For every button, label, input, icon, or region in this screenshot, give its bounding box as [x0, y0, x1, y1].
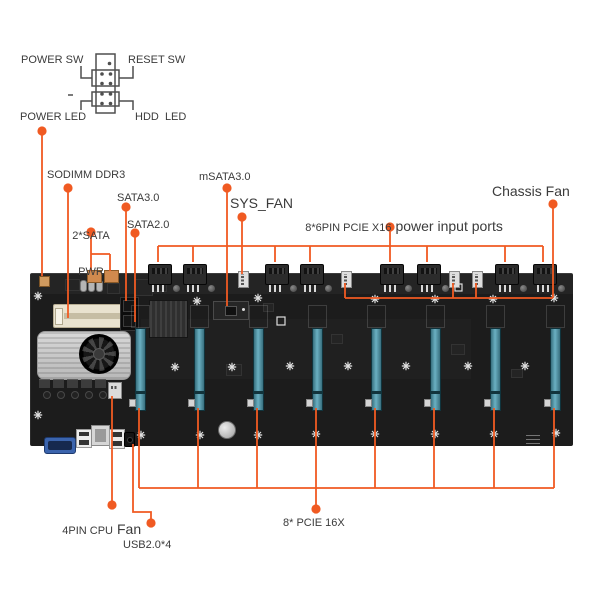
ethernet-port	[91, 425, 110, 446]
label-sata-power-line2: PWR	[78, 266, 104, 279]
cmos-battery	[218, 421, 236, 439]
label-sys-fan: SYS_FAN	[230, 195, 294, 211]
pcie-x16-slot-4	[306, 328, 323, 411]
capacitor	[71, 391, 79, 399]
header-pins	[100, 61, 113, 106]
slot-outline	[131, 305, 150, 328]
pcb-shade	[141, 319, 471, 379]
vga-port	[44, 437, 76, 454]
label-cpu-fan-main: Fan	[116, 521, 142, 538]
reset-sw-bracket	[119, 66, 134, 79]
front-panel-header-connector	[39, 276, 50, 287]
slot-outline	[308, 305, 327, 328]
pcie-x16-slot-6	[424, 328, 441, 411]
pcie-6pin-power-5	[380, 264, 412, 292]
cpu-fan	[79, 334, 119, 374]
pcie-6pin-power-4	[300, 264, 332, 292]
slot-outline	[190, 305, 209, 328]
label-pcie-power-main: power input ports	[395, 218, 503, 235]
sys-fan-header	[238, 271, 249, 288]
power-led-bracket	[80, 100, 92, 110]
label-power-sw: POWER SW	[21, 54, 84, 66]
slot-outline	[426, 305, 445, 328]
pcie-x16-slot-1	[129, 328, 146, 411]
dc-power-jack	[124, 432, 135, 447]
smd-chip	[511, 369, 523, 378]
pcie-x16-slot-7	[484, 328, 501, 411]
slot-outline	[546, 305, 565, 328]
label-msata3: mSATA3.0	[199, 171, 251, 183]
choke	[67, 379, 78, 388]
label-power-led: POWER LED	[20, 111, 87, 123]
silkscreen-marking	[526, 435, 540, 444]
smd-chip	[331, 334, 343, 344]
power-sw-bracket	[80, 66, 92, 79]
pcie-6pin-power-7	[495, 264, 527, 292]
capacitor	[43, 391, 51, 399]
choke	[81, 379, 92, 388]
pcie-x16-slot-3	[247, 328, 264, 411]
pcie-6pin-power-6	[417, 264, 449, 292]
sodimm-ddr3-slot	[53, 304, 129, 328]
chassis-fan-header-2	[449, 271, 460, 288]
msata-module	[213, 301, 249, 320]
label-sata2: SATA2.0	[127, 219, 170, 231]
label-cpu-fan-prefix: 4PIN CPU	[62, 525, 113, 538]
label-pcie-power-prefix: 8*6PIN PCIE X16	[305, 222, 392, 235]
usb-port-stack-1	[76, 429, 92, 448]
hdd-led-bracket	[119, 100, 134, 110]
label-sata-power: 2*SATA PWR	[68, 206, 114, 303]
cpu-fan-header	[108, 382, 122, 399]
pcie-x16-slot-2	[188, 328, 205, 411]
pcie-x16-slot-5	[365, 328, 382, 411]
pcie-6pin-power-3	[265, 264, 297, 292]
pcie-x16-slot-8	[544, 328, 561, 411]
smd-chip	[451, 344, 465, 355]
choke	[39, 379, 50, 388]
sata-power-connector-2	[104, 270, 119, 283]
pcie-6pin-power-2	[183, 264, 215, 292]
slot-outline	[249, 305, 268, 328]
pcie-6pin-power-8	[533, 264, 565, 292]
slot-outline	[367, 305, 386, 328]
slot-outline	[486, 305, 505, 328]
label-reset-sw: RESET SW	[128, 54, 186, 66]
label-hdd-led: HDD LED	[135, 111, 187, 123]
capacitor	[85, 391, 93, 399]
pcie-6pin-power-1	[148, 264, 180, 292]
chassis-fan-header-1	[341, 271, 352, 288]
label-sata-power-line1: 2*SATA	[72, 230, 110, 243]
capacitor	[57, 391, 65, 399]
capacitor	[80, 280, 87, 292]
label-sodimm-ddr3: SODIMM DDR3	[47, 169, 126, 181]
choke	[53, 379, 64, 388]
choke	[95, 379, 106, 388]
smd-chip	[107, 283, 120, 294]
smd-chip	[263, 303, 274, 312]
capacitor	[99, 391, 107, 399]
usb-port-stack-2	[109, 429, 125, 449]
chassis-fan-header-3	[472, 271, 483, 288]
label-pcie-16x: 8* PCIE 16X	[283, 517, 345, 529]
label-chassis-fan: Chassis Fan	[492, 183, 570, 199]
smd-chip	[226, 364, 242, 376]
label-usb2: USB2.0*4	[123, 539, 172, 551]
label-sata3: SATA3.0	[117, 192, 160, 204]
chipset-heatsink	[149, 300, 188, 338]
